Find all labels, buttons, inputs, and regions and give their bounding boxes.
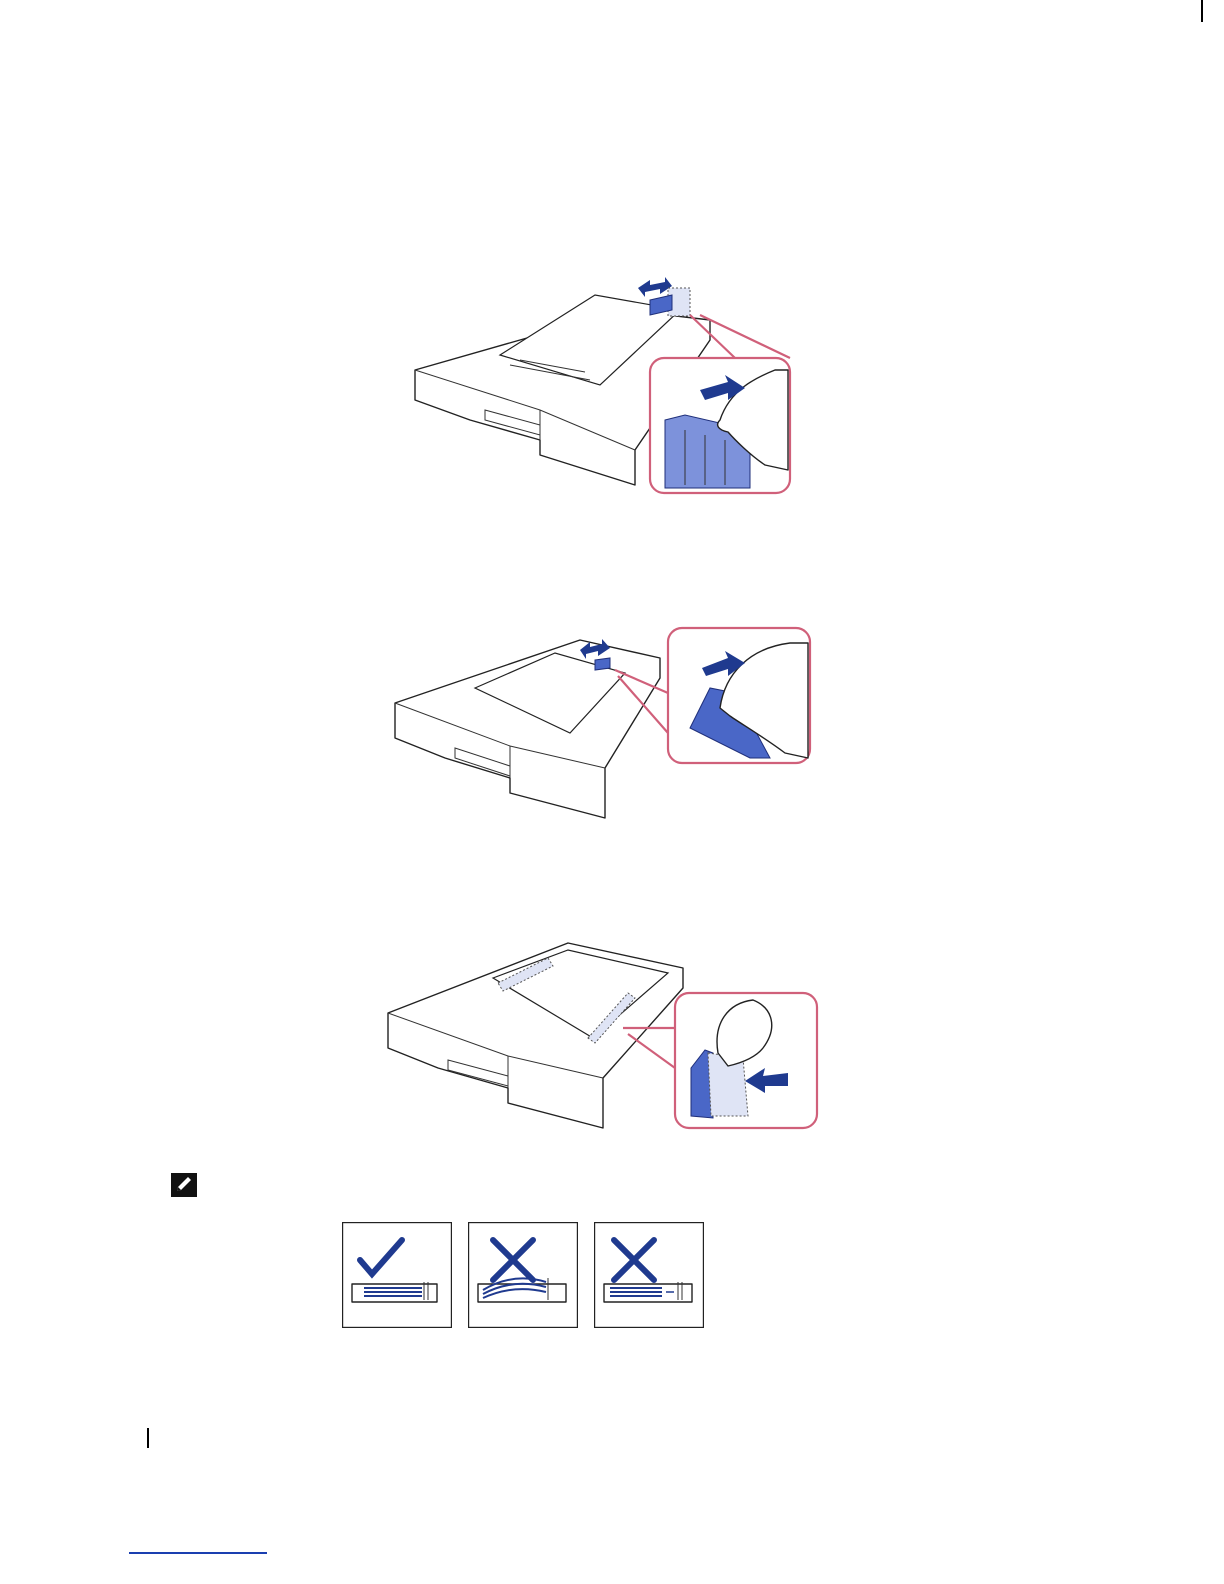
guide-example-incorrect-curled — [468, 1222, 578, 1328]
paper-tray-icon — [388, 943, 683, 1128]
figure-length-guide — [410, 270, 800, 500]
footer-link-underline[interactable] — [129, 1552, 267, 1554]
figure-width-guide — [383, 938, 823, 1133]
rear-guide-callout-icon — [668, 628, 810, 763]
guide-example-correct — [342, 1222, 452, 1328]
pencil-note-icon — [170, 1172, 198, 1198]
double-arrow-icon — [638, 277, 672, 297]
top-rule — [1201, 0, 1203, 22]
width-guide-callout-icon — [675, 993, 817, 1128]
page-margin-rule — [147, 1428, 149, 1448]
figure-rear-guide — [390, 628, 820, 823]
paper-tray-icon — [395, 640, 660, 818]
length-guide-callout-icon — [650, 358, 790, 493]
guide-example-incorrect-gap — [594, 1222, 704, 1328]
